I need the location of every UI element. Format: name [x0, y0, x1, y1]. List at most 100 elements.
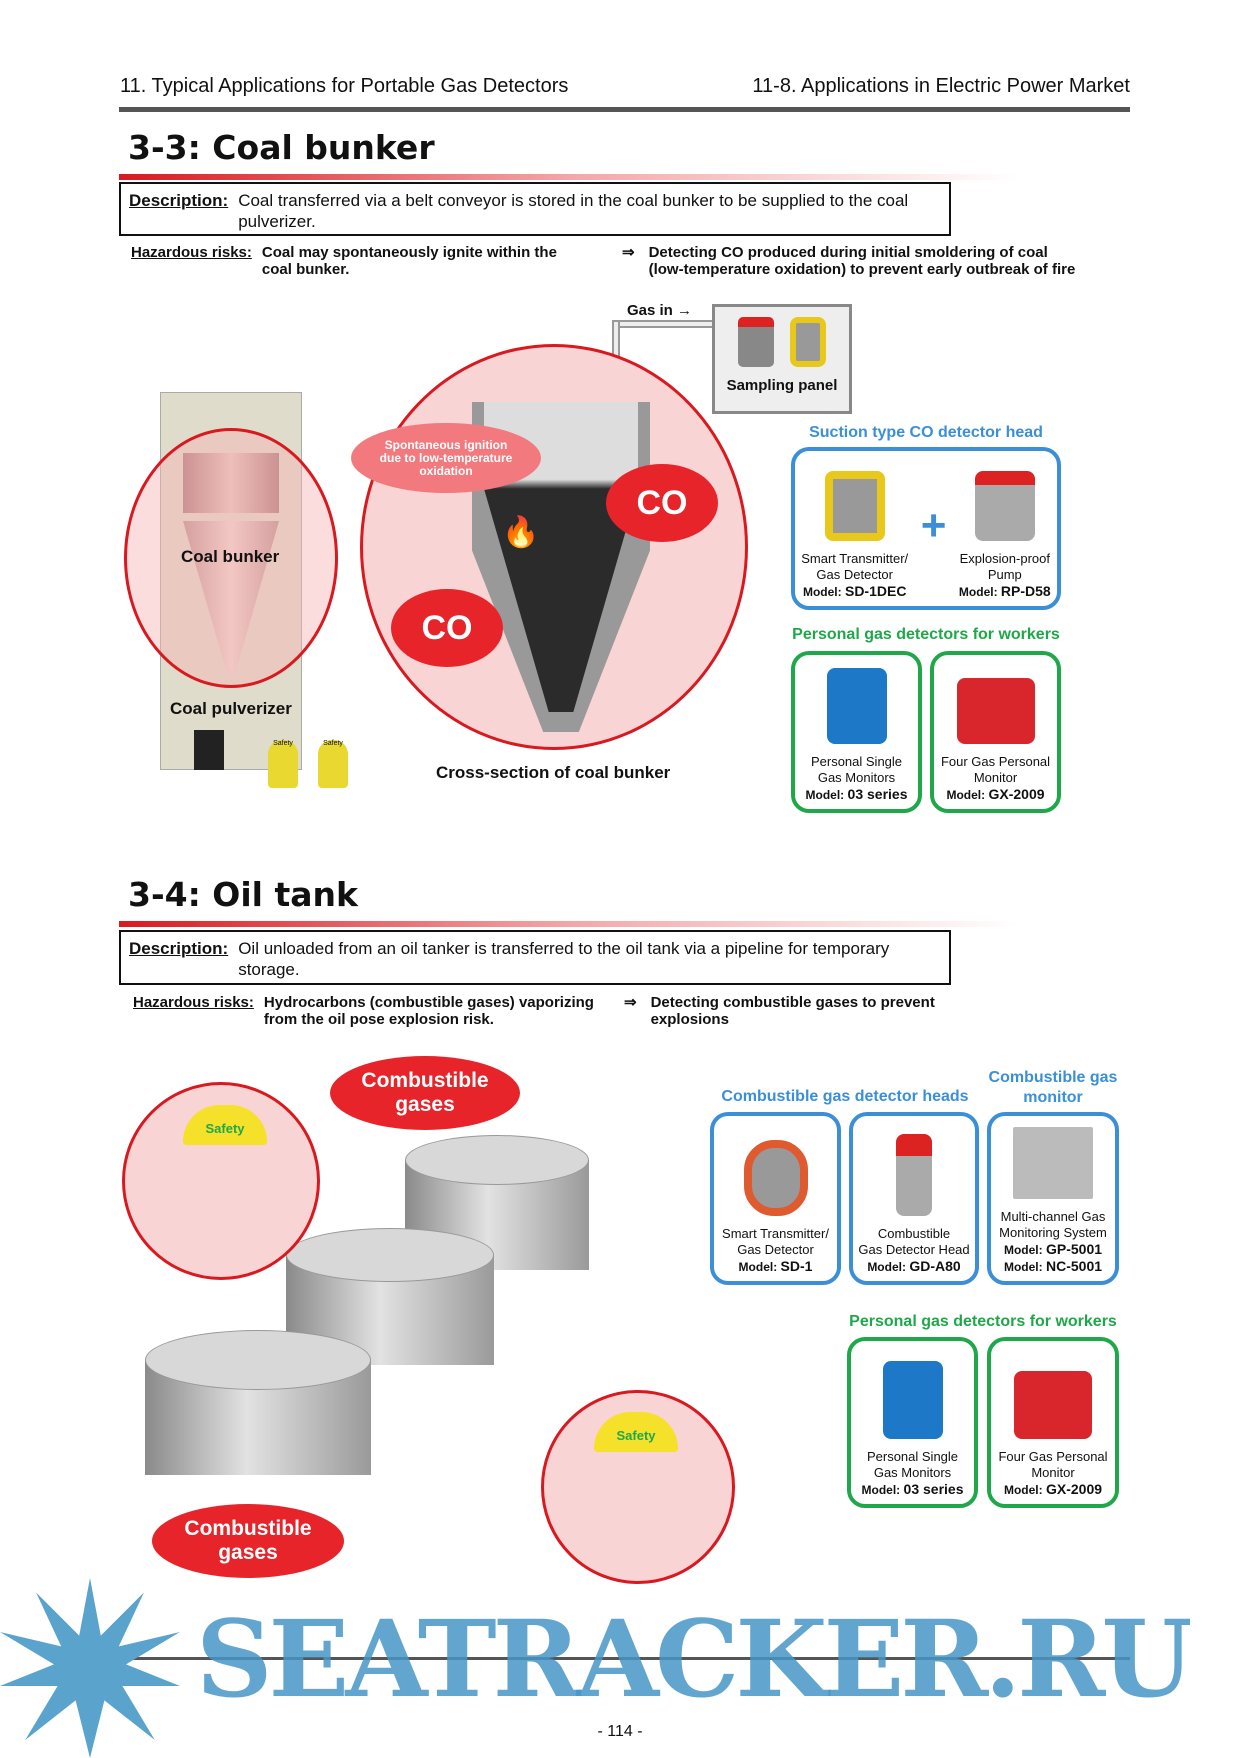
- personal-title: Personal gas detectors for workers: [792, 626, 1060, 643]
- watermark: SEATRACKER.RU: [196, 1600, 1190, 1718]
- hazard-solution: ⇒ Detecting combustible gases to prevent…: [624, 994, 964, 1028]
- desc-label: Description:: [129, 191, 229, 210]
- product-image: [974, 471, 1035, 541]
- zoom-circle-bunker: [124, 428, 338, 688]
- desc-text: Coal transferred via a belt conveyor is …: [238, 191, 909, 231]
- arrow-icon: ⇒: [624, 994, 637, 1011]
- haz-text: Hydrocarbons (combustible gases) vaporiz…: [263, 994, 594, 1028]
- detector-image: [790, 317, 826, 367]
- product-image: [743, 1140, 808, 1216]
- product-name: Pump: [987, 567, 1022, 582]
- product-name: Gas Detector: [737, 1242, 814, 1257]
- product-model: Model: NC-5001: [1003, 1258, 1103, 1274]
- hazard-risks: Hazardous risks: Coal may spontaneously …: [131, 244, 591, 278]
- gas-cloud: Combustible gases: [336, 1062, 514, 1124]
- worker-icon: Safety: [268, 740, 298, 788]
- section-title-coal: 3-3: Coal bunker: [128, 128, 435, 167]
- product-model: Model: SD-1DEC: [802, 583, 907, 599]
- product-name: Smart Transmitter/: [722, 1226, 829, 1241]
- section-title-oil: 3-4: Oil tank: [128, 875, 358, 914]
- header-chapter: 11. Typical Applications for Portable Ga…: [120, 75, 569, 97]
- hazard-risks: Hazardous risks: Hydrocarbons (combustib…: [133, 994, 613, 1028]
- product-model: Model: GP-5001: [1003, 1241, 1103, 1257]
- product-model: Model: 03 series: [861, 1481, 964, 1497]
- product-name: Explosion-proof: [959, 551, 1050, 566]
- gas-cloud: Combustible gases: [158, 1510, 338, 1572]
- tank-top: [405, 1135, 589, 1185]
- solution-text: Detecting combustible gases to prevent e…: [650, 994, 935, 1028]
- ignition-cloud: Spontaneous ignition due to low-temperat…: [356, 428, 536, 488]
- desc-label: Description:: [129, 939, 229, 958]
- fire-icon: 🔥: [502, 516, 540, 549]
- haz-text: Coal may spontaneously ignite within the…: [261, 244, 557, 278]
- coal-bunker-label: Coal bunker: [181, 547, 280, 566]
- plus-icon: +: [920, 500, 947, 550]
- product-image: [1013, 1127, 1093, 1199]
- product-name: Combustible: [877, 1226, 951, 1241]
- pump-image: [738, 317, 774, 367]
- solution-text: Detecting CO produced during initial smo…: [648, 244, 1076, 278]
- personal-title: Personal gas detectors for workers: [849, 1313, 1117, 1330]
- product-name: Gas Detector Head: [858, 1242, 970, 1257]
- coal-pulverizer-label: Coal pulverizer: [170, 699, 292, 718]
- monitor-title: Combustible gas monitor: [988, 1069, 1118, 1106]
- tank-top: [286, 1228, 494, 1282]
- product-name: Personal Single: [810, 754, 903, 769]
- product-name: Monitoring System: [999, 1225, 1107, 1240]
- product-image: [824, 471, 885, 541]
- product-model: Model: RP-D58: [958, 583, 1051, 599]
- product-name: Smart Transmitter/: [801, 551, 909, 566]
- tank-top: [145, 1330, 371, 1390]
- product-name: Gas Monitors: [817, 770, 896, 785]
- product-model: Model: GD-A80: [867, 1258, 961, 1274]
- product-name: Gas Monitors: [873, 1465, 952, 1480]
- haz-label: Hazardous risks:: [131, 244, 252, 261]
- co-cloud: CO: [612, 470, 712, 536]
- product-name: Four Gas Personal: [940, 754, 1051, 769]
- product-model: Model: GX-2009: [946, 786, 1045, 802]
- header-section: 11-8. Applications in Electric Power Mar…: [752, 75, 1130, 97]
- description-box: Description: Oil unloaded from an oil ta…: [119, 930, 951, 985]
- product-image: [882, 1361, 943, 1439]
- header-rule: [119, 107, 1130, 112]
- suction-title: Suction type CO detector head: [809, 424, 1043, 441]
- co-cloud: CO: [397, 595, 497, 661]
- product-name: Monitor: [973, 770, 1018, 785]
- haz-label: Hazardous risks:: [133, 994, 254, 1011]
- sampling-panel: Sampling panel: [712, 304, 852, 414]
- arrow-icon: ⇒: [622, 244, 635, 261]
- gas-in-label: Gas in →: [627, 302, 693, 319]
- product-name: Personal Single: [866, 1449, 959, 1464]
- product-name: Gas Detector: [816, 567, 893, 582]
- hazard-solution: ⇒ Detecting CO produced during initial s…: [622, 244, 1082, 278]
- product-name: Monitor: [1031, 1465, 1075, 1480]
- heads-title: Combustible gas detector heads: [721, 1088, 969, 1105]
- sampling-panel-label: Sampling panel: [726, 377, 838, 394]
- product-name: Four Gas Personal: [998, 1449, 1108, 1464]
- cross-section-label: Cross-section of coal bunker: [436, 763, 671, 782]
- title-underline: [119, 921, 1019, 927]
- product-model: Model: 03 series: [805, 786, 908, 802]
- footer-rule: [119, 1657, 1130, 1660]
- worker-icon: Safety: [318, 740, 348, 788]
- product-name: Multi-channel Gas: [1000, 1209, 1106, 1224]
- product-image: [1014, 1371, 1092, 1439]
- product-image: [956, 678, 1035, 744]
- desc-text: Oil unloaded from an oil tanker is trans…: [238, 939, 890, 979]
- pipe: [612, 320, 712, 328]
- product-image: [896, 1134, 932, 1216]
- page-number: - 114 -: [597, 1723, 643, 1740]
- product-image: [826, 668, 887, 744]
- title-underline: [119, 174, 1019, 180]
- description-box: Description: Coal transferred via a belt…: [119, 182, 951, 236]
